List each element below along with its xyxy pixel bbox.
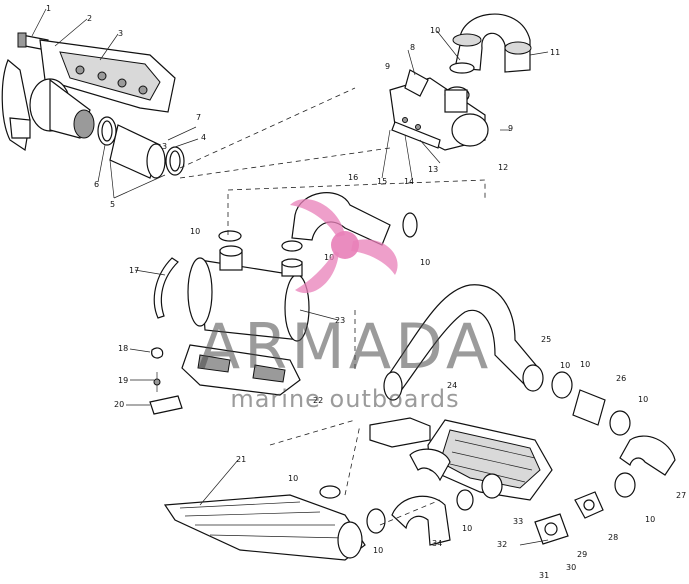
callout-leaders <box>31 8 549 506</box>
callout-10a: 10 <box>430 26 440 35</box>
callout-10j: 10 <box>462 524 472 533</box>
callout-21: 21 <box>236 455 246 464</box>
callout-16: 16 <box>348 173 358 182</box>
callout-25: 25 <box>541 335 551 344</box>
clamp-part-10-a <box>218 230 242 242</box>
callout-19: 19 <box>118 376 128 385</box>
assembly-guide-lines <box>179 87 486 526</box>
elbow-part-27 <box>619 435 676 476</box>
callout-10i: 10 <box>373 546 383 555</box>
callout-13: 13 <box>428 165 438 174</box>
callout-27: 27 <box>676 491 686 500</box>
callout-24: 24 <box>447 381 457 390</box>
watermark-tagline: marine outboards <box>230 385 459 413</box>
callout-22: 22 <box>313 396 323 405</box>
callout-6: 6 <box>94 180 99 189</box>
callout-18: 18 <box>118 344 128 353</box>
callout-33: 33 <box>513 517 523 526</box>
callout-3: 3 <box>118 29 123 38</box>
callout-34: 34 <box>432 539 442 548</box>
callout-10c: 10 <box>324 253 334 262</box>
callout-32: 32 <box>497 540 507 549</box>
callout-10b: 10 <box>190 227 200 236</box>
callout-numbers: 1 2 3 3 4 5 6 7 8 9 9 10 10 10 10 10 10 … <box>46 4 686 580</box>
bracket-part-7 <box>9 117 31 139</box>
exhaust-manifold-part-21 <box>163 494 366 561</box>
clamp-part-10-b <box>281 240 303 252</box>
callout-14: 14 <box>404 177 414 186</box>
exhaust-elbow-part-11 <box>454 13 531 73</box>
callout-17: 17 <box>129 266 139 275</box>
callout-11: 11 <box>550 48 560 57</box>
callout-12: 12 <box>498 163 508 172</box>
bolt-head <box>17 32 27 48</box>
hose-part-26 <box>572 389 606 426</box>
base-part-13 <box>391 121 441 149</box>
clamp-part-10-h <box>366 508 386 534</box>
clamp-part-10-e <box>609 410 631 436</box>
callout-10d: 10 <box>420 258 430 267</box>
callout-7: 7 <box>196 113 201 122</box>
bracket-part-8 <box>404 69 429 97</box>
clip-part-18 <box>151 347 164 359</box>
bolt-part-32 <box>519 539 549 546</box>
manifold-face <box>59 51 161 101</box>
clamp-part-10-i <box>319 485 341 499</box>
lower-manifold-group <box>163 417 553 561</box>
clamp-part-10-g <box>456 489 474 511</box>
upper-exhaust-elbow-group <box>389 13 532 151</box>
bracket-part-20 <box>149 395 183 415</box>
box-part-24 <box>369 417 431 448</box>
clamp-part-10-c <box>402 212 418 238</box>
callout-10h: 10 <box>288 474 298 483</box>
clamp-part-10-f <box>614 472 636 498</box>
armada-logo-icon <box>290 199 398 294</box>
callout-10f: 10 <box>638 395 648 404</box>
callout-28: 28 <box>608 533 618 542</box>
callout-1: 1 <box>46 4 51 13</box>
callout-30: 30 <box>566 563 576 572</box>
callout-2: 2 <box>87 14 92 23</box>
callout-31: 31 <box>539 571 549 579</box>
exhaust-manifold-group <box>1 32 185 179</box>
armada-watermark: ARMADA marine outboards <box>198 199 492 413</box>
elbow-part-34-upper <box>409 448 451 482</box>
callout-8: 8 <box>410 43 415 52</box>
callout-10e: 10 <box>580 360 590 369</box>
elbow-part-34 <box>391 495 451 546</box>
callout-29: 29 <box>577 550 587 559</box>
callout-15: 15 <box>377 177 387 186</box>
exhaust-hose-group <box>383 284 676 546</box>
callout-5: 5 <box>110 200 115 209</box>
clamp-top <box>449 62 475 74</box>
callout-26: 26 <box>616 374 626 383</box>
callout-10k: 10 <box>560 361 570 370</box>
watermark-brand: ARMADA <box>198 310 492 383</box>
callout-20: 20 <box>114 400 124 409</box>
callout-4: 4 <box>201 133 206 142</box>
tube-part-17 <box>153 257 179 319</box>
callout-10g: 10 <box>645 515 655 524</box>
clamp-part-10-d <box>551 371 573 399</box>
callout-23: 23 <box>335 316 345 325</box>
callout-3b: 3 <box>162 142 167 151</box>
callout-9b: 9 <box>508 124 513 133</box>
callout-9a: 9 <box>385 62 390 71</box>
